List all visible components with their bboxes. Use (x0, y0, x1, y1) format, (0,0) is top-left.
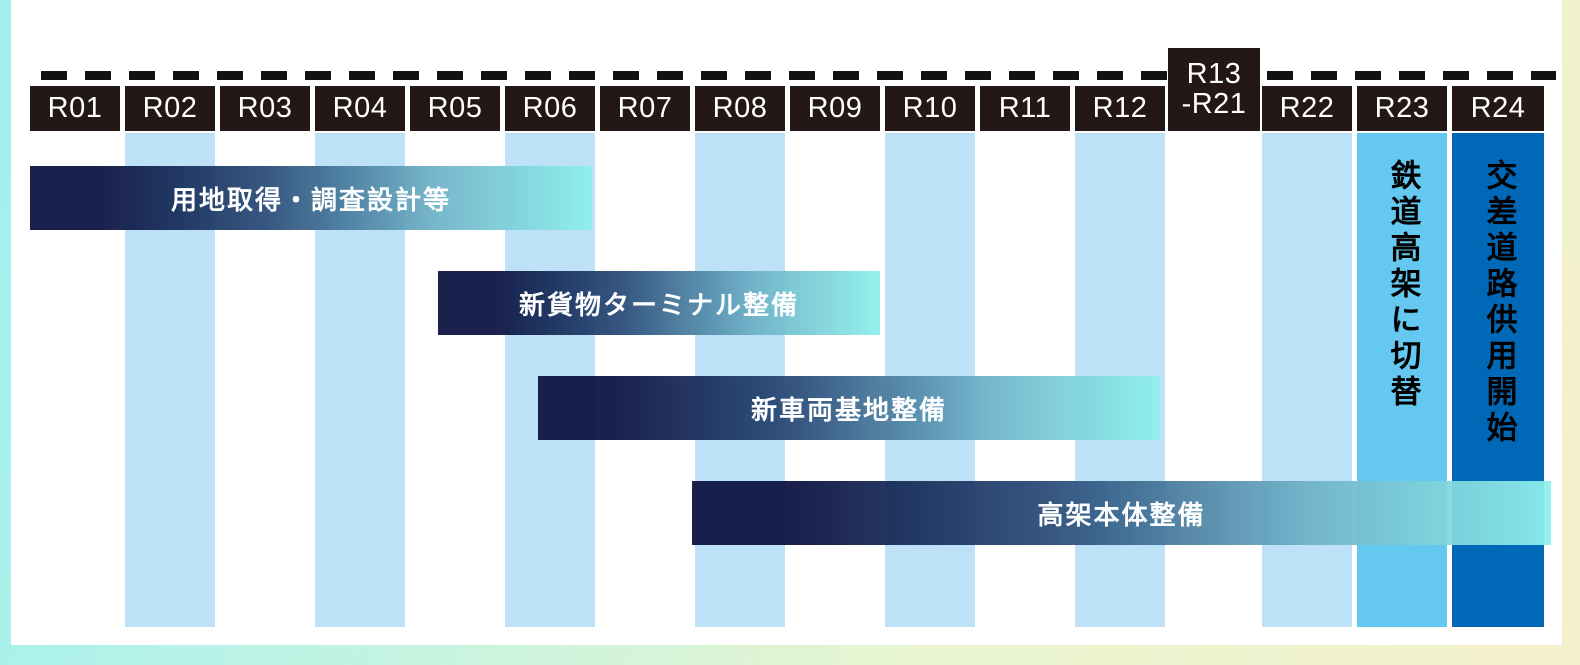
task-bar-3[interactable]: 新車両基地整備 (538, 376, 1160, 440)
task-bar-1[interactable]: 用地取得・調査設計等 (30, 166, 592, 230)
year-cell-r23[interactable]: R23 (1357, 86, 1447, 131)
year-cell-r24[interactable]: R24 (1452, 86, 1544, 131)
year-cell-r03[interactable]: R03 (220, 86, 310, 131)
year-cell-r11[interactable]: R11 (980, 86, 1070, 131)
year-cell-r04[interactable]: R04 (315, 86, 405, 131)
year-stripe-r22 (1262, 133, 1352, 627)
milestone-column-r23: 鉄道高架に切替 (1357, 133, 1447, 627)
year-cell-r02[interactable]: R02 (125, 86, 215, 131)
year-cell-r05[interactable]: R05 (410, 86, 500, 131)
year-cell-r08[interactable]: R08 (695, 86, 785, 131)
milestone-column-r24: 交差道路供用開始 (1452, 133, 1544, 627)
year-cell-r09[interactable]: R09 (790, 86, 880, 131)
year-cell-r01[interactable]: R01 (30, 86, 120, 131)
year-cell-r07[interactable]: R07 (600, 86, 690, 131)
year-cell-r13-r21[interactable]: R13-R21 (1168, 48, 1260, 131)
year-cell-r12[interactable]: R12 (1075, 86, 1165, 131)
year-cell-line-2: -R21 (1181, 87, 1247, 120)
milestone-label-r24: 交差道路供用開始 (1480, 159, 1517, 447)
task-bar-2[interactable]: 新貨物ターミナル整備 (438, 271, 880, 335)
year-cell-r22[interactable]: R22 (1262, 86, 1352, 131)
year-cell-r06[interactable]: R06 (505, 86, 595, 131)
year-cell-r10[interactable]: R10 (885, 86, 975, 131)
task-bar-4[interactable]: 高架本体整備 (692, 481, 1551, 545)
milestone-label-r23: 鉄道高架に切替 (1384, 159, 1421, 411)
railway-track-icon-left (41, 71, 1176, 80)
railway-track-icon-right (1267, 71, 1556, 80)
year-cell-line-1: R13 (1186, 57, 1242, 90)
